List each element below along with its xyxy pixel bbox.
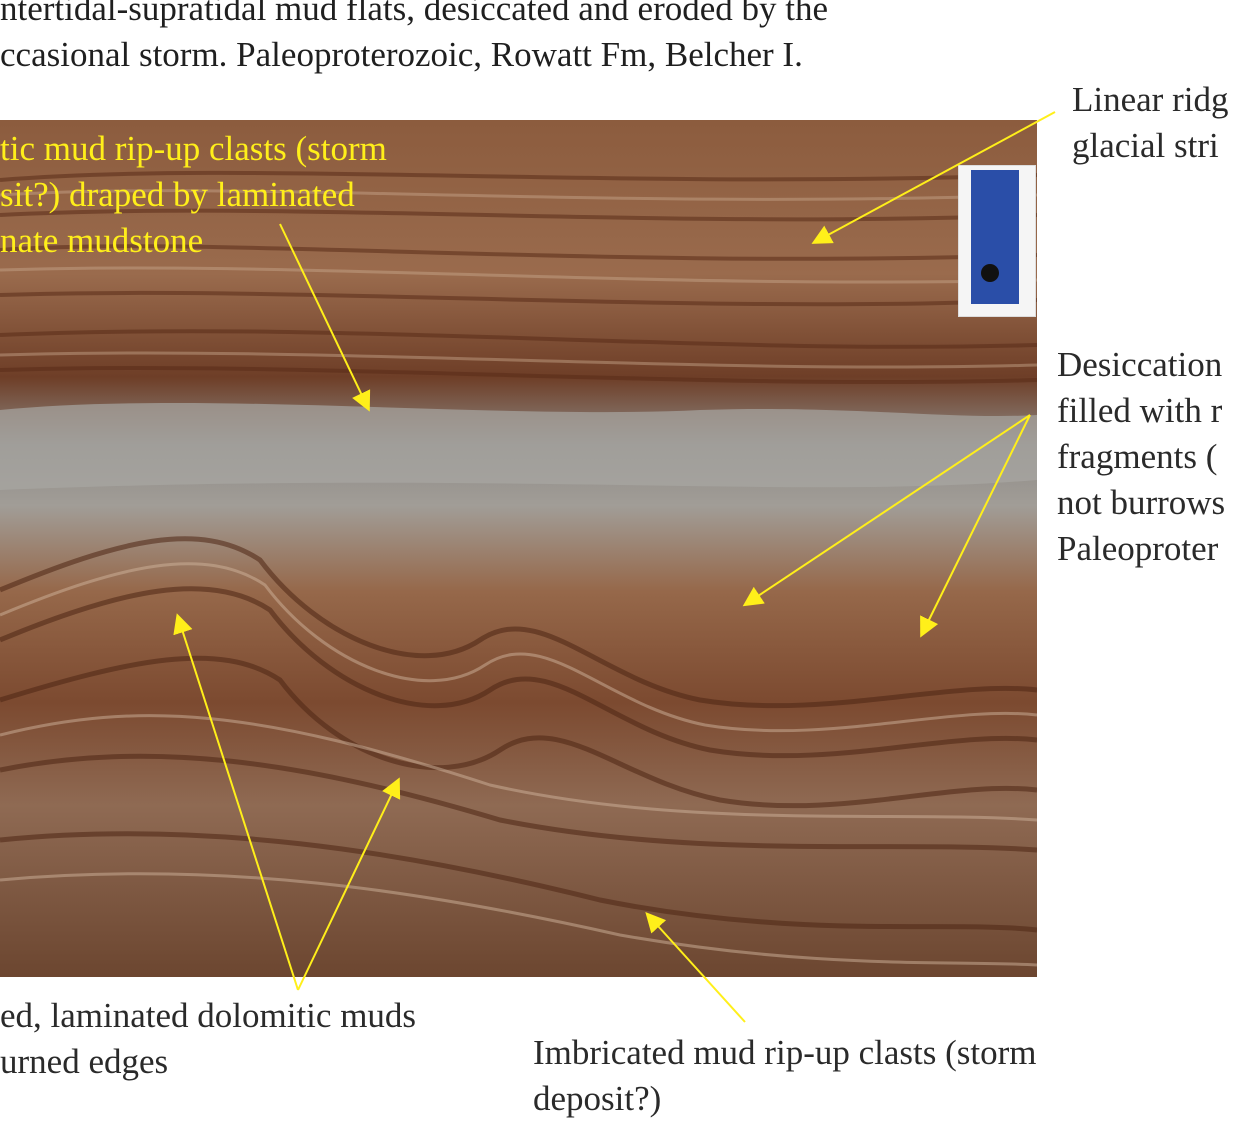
- label-desiccation-line-3: fragments (: [1057, 437, 1218, 476]
- label-desiccation-line-4: not burrows: [1057, 483, 1226, 522]
- scale-card-label: [971, 170, 1019, 304]
- label-imbricated-clasts: Imbricated mud rip-up clasts (storm depo…: [533, 1030, 1036, 1122]
- label-ripup-line-2: sit?) draped by laminated: [0, 175, 355, 214]
- caption-line-1: ntertidal-supratidal mud flats, desiccat…: [0, 0, 829, 28]
- label-imbricated-line-1: Imbricated mud rip-up clasts (storm: [533, 1033, 1037, 1072]
- label-ripup-line-1: tic mud rip-up clasts (storm: [0, 129, 387, 168]
- photo-caption: ntertidal-supratidal mud flats, desiccat…: [0, 0, 1000, 78]
- label-imbricated-line-2: deposit?): [533, 1079, 662, 1118]
- label-linear-ridges: Linear ridg glacial stri: [1072, 77, 1250, 169]
- scale-card: [958, 165, 1036, 317]
- caption-line-2: ccasional storm. Paleoproterozoic, Rowat…: [0, 35, 803, 74]
- label-ripup-clasts-top: tic mud rip-up clasts (storm sit?) drape…: [0, 126, 387, 264]
- label-laminated-muds: ed, laminated dolomitic muds urned edges: [0, 993, 416, 1085]
- label-ripup-line-3: nate mudstone: [0, 221, 204, 260]
- label-desiccation-line-5: Paleoproter: [1057, 529, 1219, 568]
- label-laminated-line-2: urned edges: [0, 1042, 169, 1081]
- label-linear-ridges-line-2: glacial stri: [1072, 126, 1219, 165]
- label-desiccation-line-1: Desiccation: [1057, 345, 1223, 384]
- scale-card-dot: [981, 264, 999, 282]
- label-linear-ridges-line-1: Linear ridg: [1072, 80, 1229, 119]
- label-desiccation: Desiccation filled with r fragments ( no…: [1057, 342, 1250, 572]
- label-laminated-line-1: ed, laminated dolomitic muds: [0, 996, 417, 1035]
- label-desiccation-line-2: filled with r: [1057, 391, 1223, 430]
